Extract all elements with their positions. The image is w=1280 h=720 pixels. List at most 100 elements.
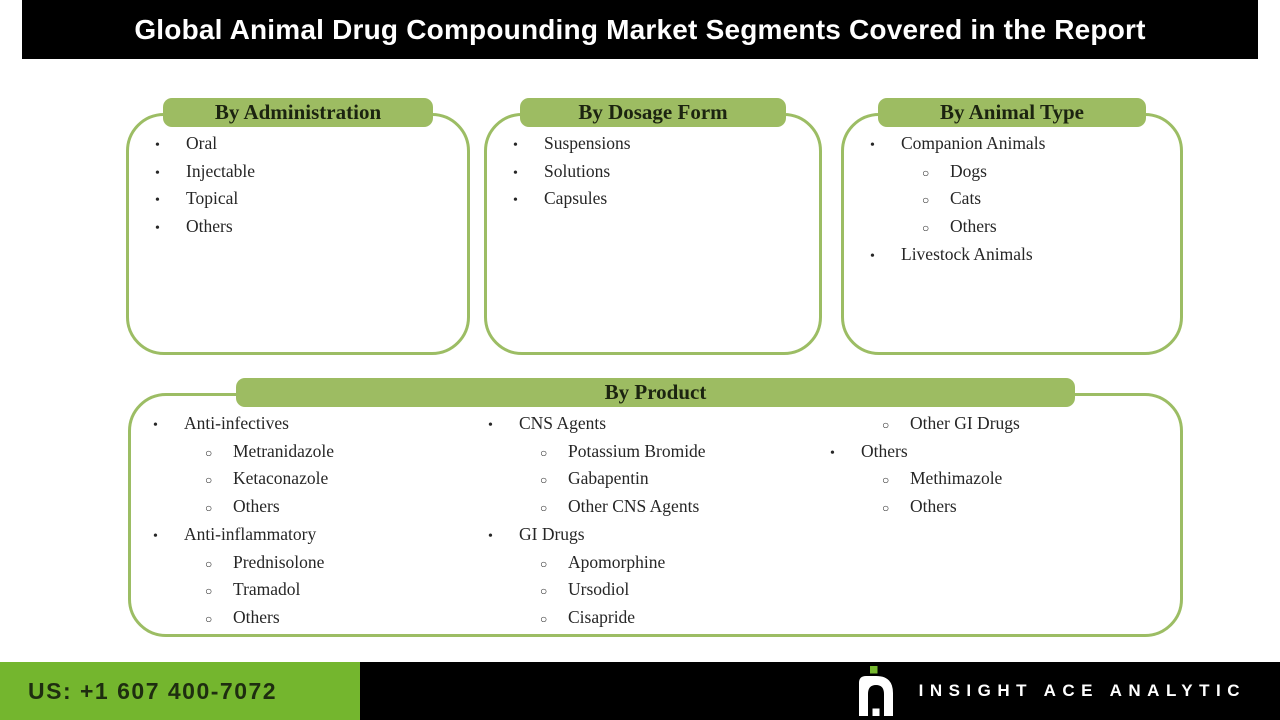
list-item: •CNS Agents	[486, 411, 816, 439]
list-item: ○ Gabapentin	[538, 466, 816, 494]
dosage-form-title: By Dosage Form	[578, 100, 728, 124]
list-item-label: Companion Animals	[901, 133, 1046, 153]
bullet-circle-icon: ○	[882, 501, 890, 516]
list-item-label: Suspensions	[544, 133, 631, 153]
list-item-label: Others	[186, 216, 233, 237]
bullet-circle-icon: ○	[205, 584, 213, 599]
bullet-dot-icon: •	[155, 221, 160, 237]
animal-type-header-tab: By Animal Type	[877, 98, 1147, 127]
list-item: ○Prednisolone	[203, 550, 481, 578]
list-item: ○Apomorphine	[538, 550, 816, 578]
list-item-label: Others	[233, 606, 280, 627]
list-item: ○Ursodiol	[538, 577, 816, 605]
insight-ace-logo-icon	[858, 666, 893, 716]
bullet-dot-icon: •	[488, 528, 493, 544]
page-title: Global Animal Drug Compounding Market Se…	[134, 13, 1146, 45]
list-item: ○ Others	[880, 494, 1158, 522]
dosage-form-header-tab: By Dosage Form	[520, 98, 786, 127]
brand-bar: INSIGHT ACE ANALYTIC	[360, 662, 1280, 720]
bullet-circle-icon: ○	[922, 221, 930, 236]
bullet-dot-icon: •	[870, 248, 875, 264]
dosage-form-list: • Suspensions • Solutions • Capsules	[511, 131, 811, 214]
list-item: ○ Other GI Drugs	[880, 411, 1158, 439]
product-list-column-2: •CNS Agents○Potassium Bromide○Gabapentin…	[486, 411, 816, 633]
list-item: ○Tramadol	[203, 577, 481, 605]
bullet-dot-icon: •	[155, 193, 160, 209]
list-item: ○ Potassium Bromide	[538, 439, 816, 467]
bullet-dot-icon: •	[513, 138, 518, 153]
segment-box-dosage-form: By Dosage Form • Suspensions • Solutions • Ca…	[484, 98, 822, 355]
list-item: • Suspensions	[511, 131, 811, 159]
list-item: • Companion Animals	[868, 131, 1172, 159]
list-item-label: Ketaconazole	[233, 468, 329, 489]
product-title: By Product	[604, 380, 707, 404]
list-item-label: Cisapride	[568, 606, 636, 627]
bullet-circle-icon: ○	[882, 418, 890, 432]
list-item: •Anti-inflammatory	[151, 522, 481, 550]
bullet-circle-icon: ○	[540, 501, 548, 516]
list-item-label: Cats	[950, 188, 982, 209]
bullet-dot-icon: •	[153, 418, 158, 433]
phone-bar: US: +1 607 400-7072	[0, 662, 360, 720]
list-item: • Injectable	[153, 159, 459, 187]
bullet-circle-icon: ○	[205, 473, 213, 488]
bullet-circle-icon: ○	[540, 445, 548, 460]
list-item: • Solutions	[511, 159, 811, 187]
bullet-circle-icon: ○	[205, 445, 213, 460]
bullet-dot-icon: •	[155, 138, 160, 153]
bullet-circle-icon: ○	[205, 556, 213, 571]
list-item: ○ Other CNS Agents	[538, 494, 816, 522]
list-item-label: Topical	[186, 188, 239, 209]
list-item-label: Livestock Animals	[901, 243, 1033, 264]
bullet-circle-icon: ○	[540, 556, 548, 571]
administration-title: By Administration	[214, 100, 382, 124]
list-item-label: CNS Agents	[519, 413, 607, 433]
title-bar: Global Animal Drug Compounding Market Se…	[22, 0, 1258, 59]
bullet-dot-icon: •	[153, 528, 158, 544]
bullet-circle-icon: ○	[540, 611, 548, 626]
list-item: •Others	[828, 439, 1158, 467]
product-list-column-1: •Anti-infectives ○ Metranidazole ○ Ketaconaz…	[151, 411, 481, 633]
list-item: ○Methimazole	[880, 466, 1158, 494]
list-item-label: Injectable	[186, 160, 255, 181]
bullet-circle-icon: ○	[205, 611, 213, 626]
list-item-label: Gabapentin	[568, 468, 649, 489]
list-item-label: GI Drugs	[519, 523, 585, 544]
bullet-circle-icon: ○	[540, 473, 548, 488]
list-item: ○Dogs	[920, 159, 1172, 187]
list-item-label: Potassium Bromide	[568, 440, 706, 461]
bullet-circle-icon: ○	[882, 473, 890, 488]
list-item-label: Oral	[186, 133, 218, 153]
list-item-label: Capsules	[544, 188, 608, 209]
phone-number: US: +1 607 400-7072	[28, 677, 278, 704]
bullet-dot-icon: •	[513, 165, 518, 181]
list-item: • Livestock Animals	[868, 242, 1172, 270]
list-item-label: Solutions	[544, 160, 611, 181]
list-item-label: Other CNS Agents	[568, 496, 700, 517]
list-item: •Anti-infectives	[151, 411, 481, 439]
list-item-label: Metranidazole	[233, 440, 335, 461]
bullet-dot-icon: •	[513, 193, 518, 209]
list-item: • Oral	[153, 131, 459, 159]
product-header-tab: By Product	[235, 378, 1076, 407]
list-item: ○ Others	[920, 214, 1172, 242]
bullet-circle-icon: ○	[205, 501, 213, 516]
animal-type-title: By Animal Type	[940, 100, 1084, 124]
list-item-label: Others	[950, 216, 997, 237]
bullet-circle-icon: ○	[922, 165, 930, 180]
list-item: ○ Ketaconazole	[203, 466, 481, 494]
list-item: ○ Cisapride	[538, 605, 816, 633]
list-item-label: Other GI Drugs	[910, 413, 1020, 433]
bullet-dot-icon: •	[155, 165, 160, 181]
list-item: ○ Cats	[920, 186, 1172, 214]
bullet-dot-icon: •	[870, 138, 875, 153]
list-item-label: Others	[910, 496, 957, 517]
bullet-dot-icon: •	[830, 445, 835, 461]
product-list-column-3: ○Other GI Drugs•Others○Methimazole○Other…	[828, 411, 1158, 522]
bullet-circle-icon: ○	[922, 193, 930, 208]
list-item: • Others	[153, 214, 459, 242]
bullet-circle-icon: ○	[540, 584, 548, 599]
segment-box-product: By Product •Anti-infectives ○ Metranidazol…	[128, 378, 1183, 637]
segment-box-animal-type: By Animal Type •Companion Animals○Dogs○C…	[841, 98, 1183, 355]
